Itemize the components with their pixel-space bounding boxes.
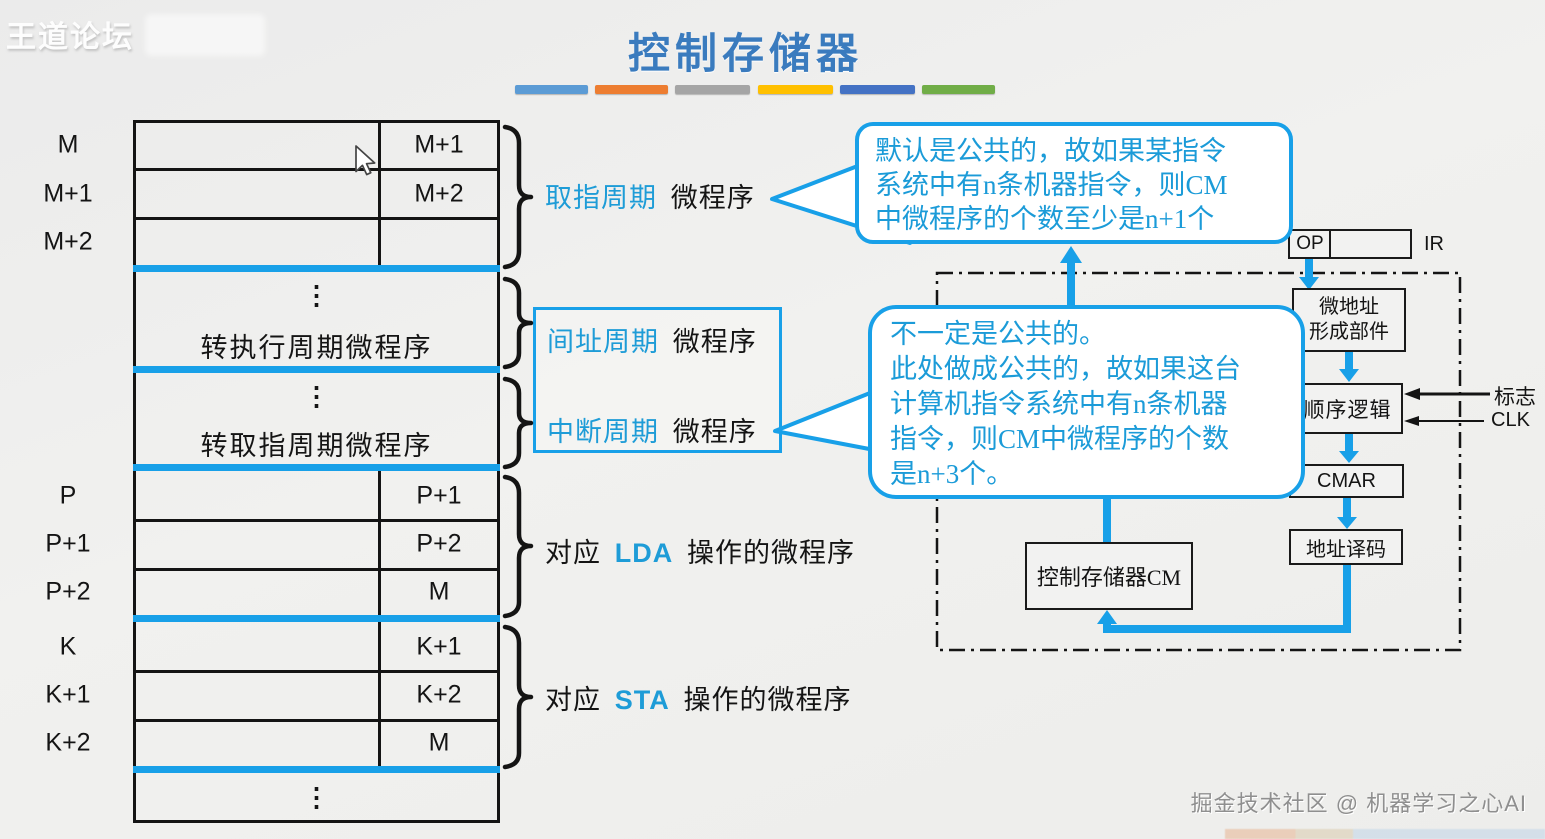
title-bar-blue bbox=[515, 85, 588, 94]
callout-not-common: 不一定是公共的。 此处做成公共的，故如果这台 计算机指令系统中有n条机器 指令，… bbox=[868, 305, 1305, 499]
callout-not-common-line3: 计算机指令系统中有n条机器 bbox=[890, 389, 1228, 419]
column-divider bbox=[378, 622, 381, 766]
fetch-cycle-annotation: 取指周期 微程序 bbox=[545, 176, 755, 215]
callout-common-line3: 中微程序的个数至少是n+1个 bbox=[875, 204, 1215, 234]
microprogram-text: 微程序 bbox=[670, 183, 755, 213]
fetch-cycle-text: 取指周期 bbox=[545, 183, 657, 213]
micro-addr-former-box: 微地址 形成部件 bbox=[1292, 288, 1406, 352]
addr-label: P+1 bbox=[45, 529, 91, 558]
ir-addr-box bbox=[1329, 229, 1412, 259]
brace-fetch bbox=[502, 124, 534, 270]
interrupt-cycle-text: 中断周期 bbox=[547, 417, 659, 447]
partial-cutoff-watermark bbox=[1225, 829, 1545, 839]
callout-not-common-line5: 是n+3个。 bbox=[890, 459, 1014, 489]
addr-label: P+2 bbox=[45, 577, 91, 606]
row-divider bbox=[136, 568, 497, 571]
lda-annotation: 对应 LDA 操作的微程序 bbox=[545, 531, 855, 570]
cmar-box: CMAR bbox=[1289, 464, 1404, 498]
ir-label: IR bbox=[1424, 233, 1444, 255]
interrupt-cycle-annotation: 中断周期 微程序 bbox=[547, 410, 757, 449]
title-bar-darkblue bbox=[840, 85, 915, 94]
column-divider bbox=[378, 123, 381, 265]
row-divider bbox=[136, 168, 497, 171]
next-addr-cell: P+2 bbox=[416, 529, 462, 558]
lda-op: LDA bbox=[614, 538, 674, 568]
signal-arrows bbox=[1404, 388, 1490, 426]
addr-label: K+1 bbox=[45, 680, 91, 709]
callout-common-line1: 默认是公共的，故如果某指令 bbox=[875, 136, 1226, 166]
row-divider bbox=[136, 519, 497, 522]
addr-decoder-box: 地址译码 bbox=[1289, 529, 1403, 565]
ghost-watermark bbox=[145, 14, 265, 56]
sequence-logic-box: 顺序逻辑 bbox=[1292, 383, 1403, 434]
callout-not-common-line2: 此处做成公共的，故如果这台 bbox=[890, 354, 1241, 384]
next-addr-cell: M+1 bbox=[414, 130, 464, 159]
footer-credit: 掘金技术社区 @ 机器学习之心AI bbox=[1190, 791, 1527, 816]
microprogram-text: 微程序 bbox=[672, 417, 757, 447]
micro-addr-line2: 形成部件 bbox=[1309, 321, 1389, 343]
next-addr-cell: K+2 bbox=[416, 680, 462, 709]
brace-exec-jump bbox=[502, 276, 534, 370]
sta-op: STA bbox=[614, 685, 670, 715]
addr-label: M bbox=[57, 130, 79, 159]
indirect-cycle-annotation: 间址周期 微程序 bbox=[547, 320, 757, 359]
title-bar-gray bbox=[675, 85, 750, 94]
brace-sta bbox=[502, 624, 534, 770]
title-bar-green bbox=[922, 85, 995, 94]
vertical-ellipsis: ⋮ bbox=[303, 280, 330, 310]
blue-separator bbox=[133, 615, 500, 622]
addr-label: M+1 bbox=[43, 179, 93, 208]
next-addr-cell: M bbox=[428, 728, 450, 757]
callout-not-common-line4: 指令，则CM中微程序的个数 bbox=[890, 424, 1230, 454]
row-divider bbox=[136, 217, 497, 220]
indirect-interrupt-box bbox=[533, 307, 782, 453]
next-addr-cell: K+1 bbox=[416, 632, 462, 661]
vertical-ellipsis: ⋮ bbox=[303, 381, 330, 411]
flag-signal-label: 标志 bbox=[1494, 385, 1536, 409]
blue-separator bbox=[133, 265, 500, 272]
brace-fetch-jump bbox=[502, 376, 534, 470]
wangdao-watermark: 王道论坛 bbox=[6, 21, 134, 54]
blue-separator bbox=[133, 464, 500, 471]
row-divider bbox=[136, 670, 497, 673]
next-addr-cell: P+1 bbox=[416, 481, 462, 510]
sta-annotation: 对应 STA 操作的微程序 bbox=[545, 678, 852, 717]
ir-op-box: OP bbox=[1288, 229, 1332, 259]
page-title: 控制存储器 bbox=[628, 32, 864, 78]
lda-suffix: 操作的微程序 bbox=[687, 538, 855, 568]
fetch-jump-label: 转取指周期微程序 bbox=[200, 431, 433, 461]
callout-not-common-line1: 不一定是公共的。 bbox=[890, 319, 1106, 349]
title-bar-orange bbox=[595, 85, 668, 94]
blue-separator bbox=[133, 366, 500, 373]
vertical-ellipsis: ⋮ bbox=[303, 782, 330, 812]
lda-prefix: 对应 bbox=[545, 538, 601, 568]
column-divider bbox=[378, 471, 381, 615]
title-bar-yellow bbox=[758, 85, 833, 94]
addr-label: K+2 bbox=[45, 728, 91, 757]
indirect-cycle-text: 间址周期 bbox=[547, 327, 659, 357]
addr-label: K bbox=[59, 632, 77, 661]
clk-signal-label: CLK bbox=[1491, 409, 1530, 431]
brace-lda bbox=[502, 474, 534, 619]
addr-label: M+2 bbox=[43, 227, 93, 256]
control-memory-box: 控制存储器CM bbox=[1025, 542, 1193, 610]
control-memory-table bbox=[133, 120, 500, 823]
next-addr-cell: M bbox=[428, 577, 450, 606]
sta-prefix: 对应 bbox=[545, 685, 601, 715]
sta-suffix: 操作的微程序 bbox=[683, 685, 852, 715]
row-divider bbox=[136, 719, 497, 722]
callout-common: 默认是公共的，故如果某指令 系统中有n条机器指令，则CM 中微程序的个数至少是n… bbox=[855, 122, 1293, 244]
blue-separator bbox=[133, 766, 500, 773]
exec-jump-label: 转执行周期微程序 bbox=[200, 333, 433, 363]
callout-common-line2: 系统中有n条机器指令，则CM bbox=[875, 170, 1228, 200]
micro-addr-line1: 微地址 bbox=[1319, 296, 1379, 318]
microprogram-text: 微程序 bbox=[672, 327, 757, 357]
addr-label: P bbox=[59, 481, 77, 510]
next-addr-cell: M+2 bbox=[414, 179, 464, 208]
